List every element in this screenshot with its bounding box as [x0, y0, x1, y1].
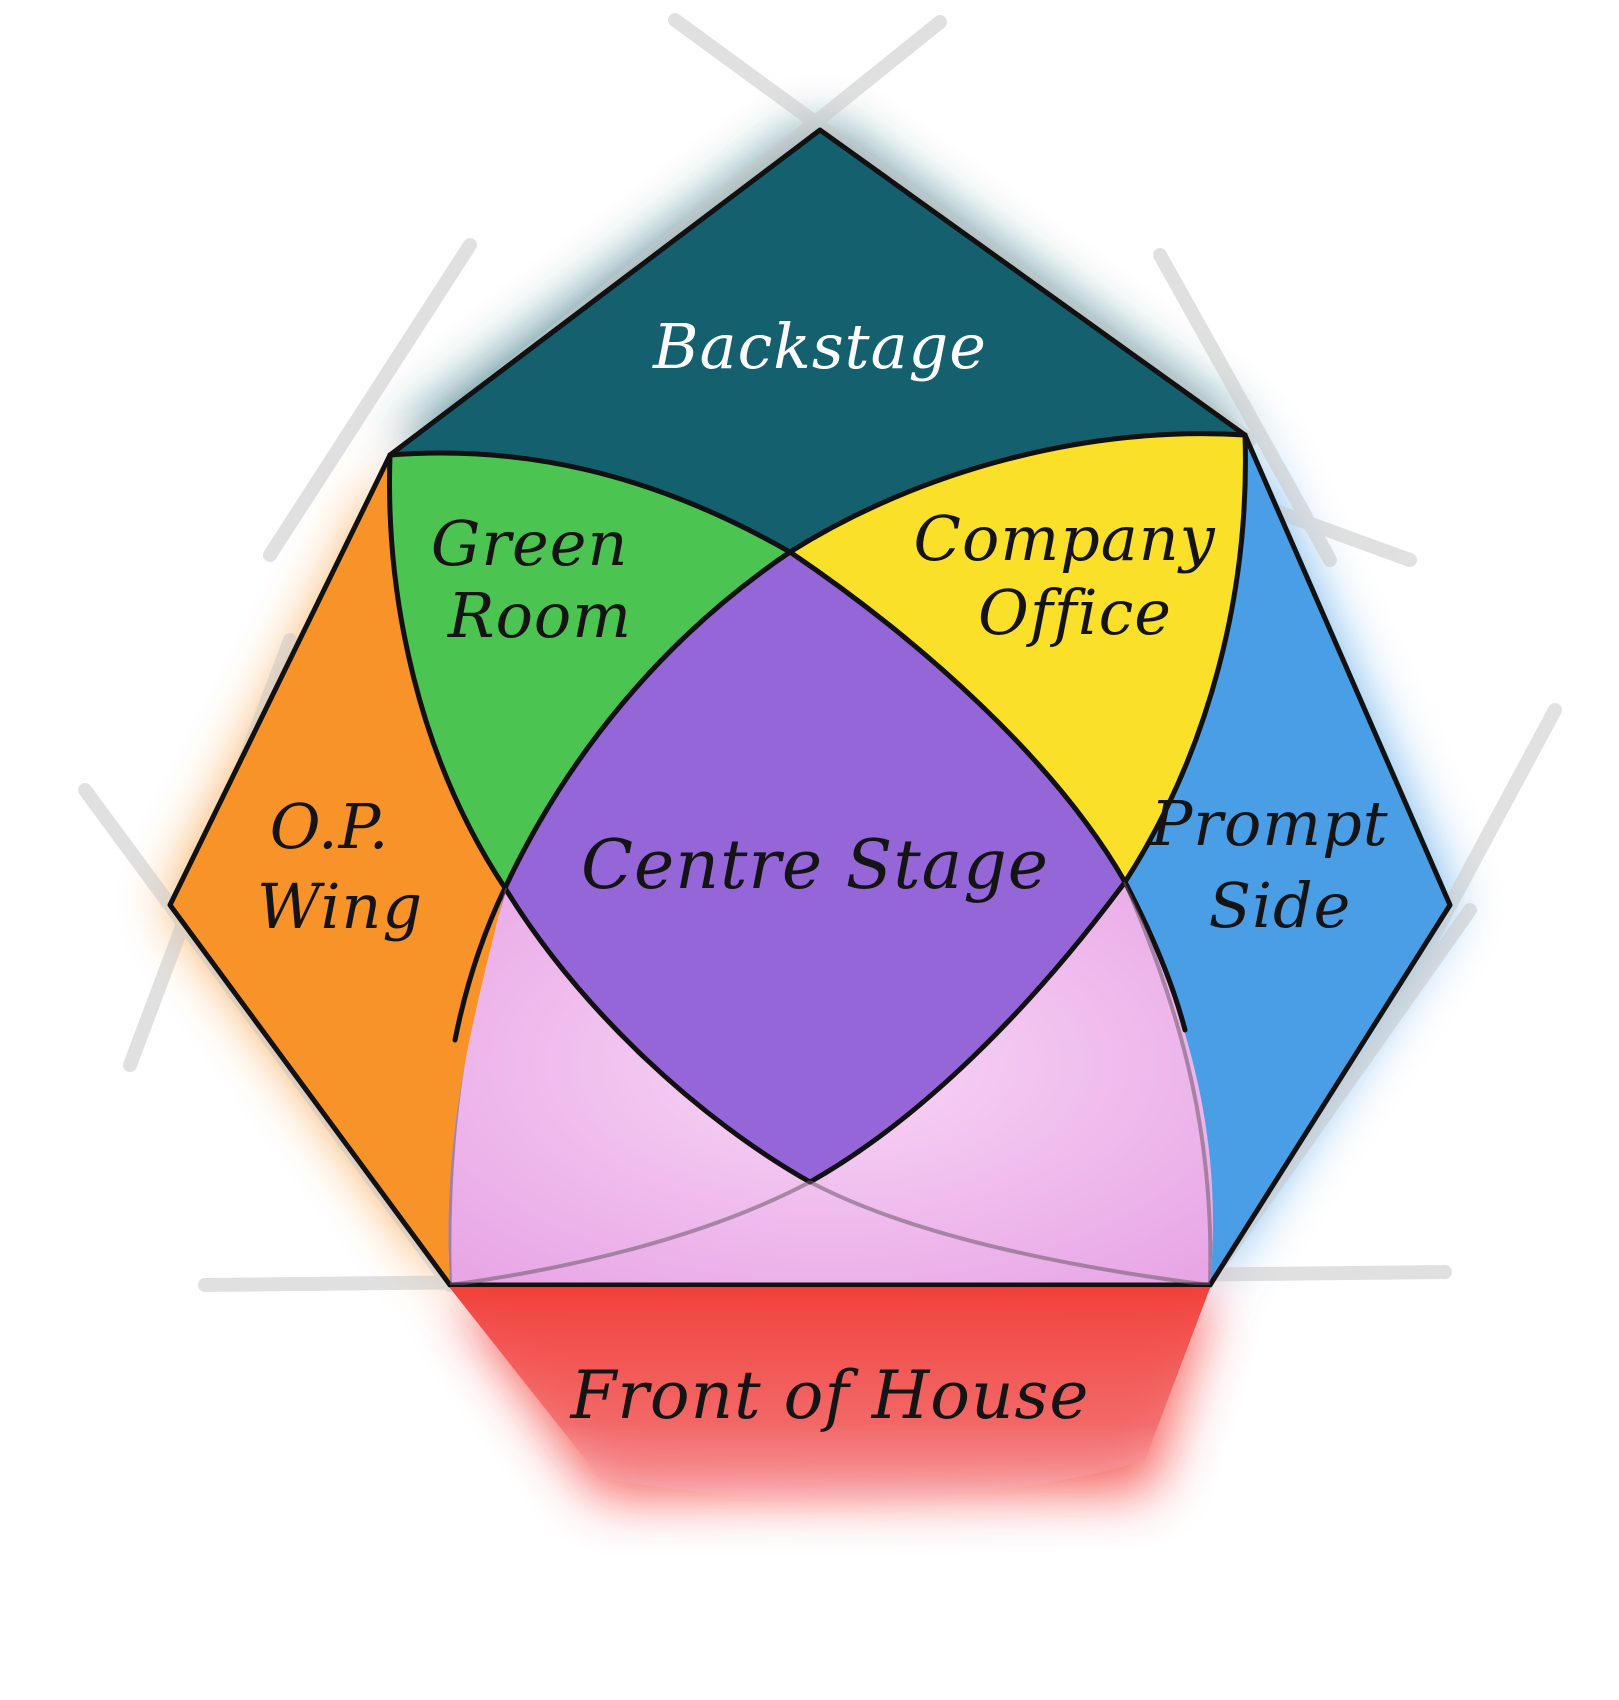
outlines — [167, 127, 1453, 1288]
front-of-house-region — [450, 1288, 1210, 1499]
centre-stage-label: Centre Stage — [581, 826, 1049, 905]
backstage-label: Backstage — [652, 310, 987, 383]
op-wing-label: O.P. Wing — [257, 790, 423, 943]
front-of-house-label: Front of House — [570, 1357, 1090, 1434]
region-labels: Backstage Green Room Company Office O.P.… — [257, 310, 1410, 1434]
company-office-label: Company Office — [914, 502, 1237, 649]
centre-stage-region — [505, 552, 1125, 1182]
backstage-region — [390, 130, 1245, 552]
company-office-region — [790, 433, 1246, 882]
op-wing-region — [170, 458, 505, 1285]
prompt-side-label: Prompt Side — [1150, 787, 1410, 942]
green-room-region — [389, 453, 790, 888]
lower-stage-region — [448, 882, 1213, 1285]
green-room-label: Green Room — [431, 507, 649, 652]
prompt-side-region — [1125, 438, 1450, 1285]
region-fills — [170, 130, 1450, 1499]
